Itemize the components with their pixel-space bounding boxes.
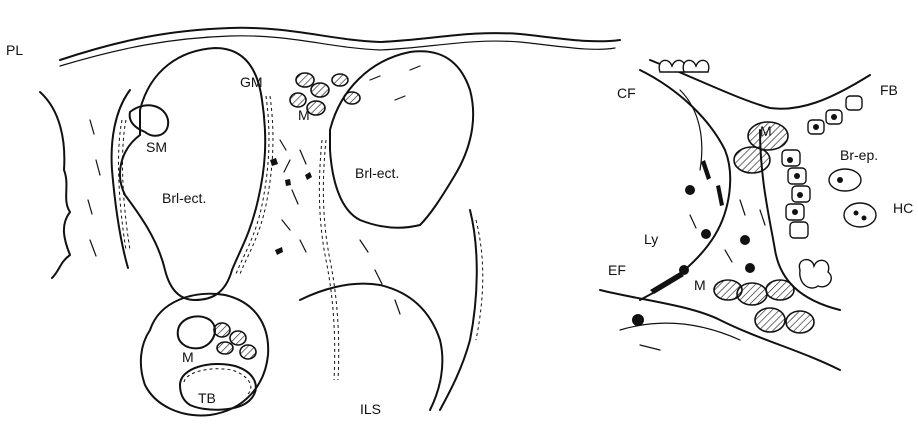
label-pl: PL [6,42,23,58]
label-m-bottom: M [182,349,194,365]
label-ils: ILS [360,401,381,417]
label-ly: Ly [644,231,658,247]
fibers-left [88,66,420,314]
label-sm: SM [146,139,167,155]
left-scalloped-edge [40,92,70,278]
label-fb: FB [880,82,898,98]
cells-top [659,60,709,72]
label-brl-ect-left: Brl-ect. [162,190,206,206]
left-panel: PL GM M SM Brl-ect. Brl-ect. M TB ILS [6,28,620,417]
label-brl-ect-right: Brl-ect. [355,165,399,181]
label-m-bottom-right: M [694,277,706,293]
label-br-ep: Br-ep. [840,147,878,163]
lymphocytes [632,185,755,326]
label-m-top: M [298,107,310,123]
right-panel: CF FB M Br-ep. HC Ly EF M [600,60,913,370]
label-tb: TB [198,390,216,406]
muscle-cluster-bottom-left [214,323,256,359]
histiocytes [799,169,876,288]
smooth-muscle-left [130,105,169,135]
label-ef: EF [608,262,626,278]
alveolar-space-right [330,51,473,227]
label-cf: CF [617,85,636,101]
terminal-bronchiole [180,364,256,410]
label-hc: HC [893,200,913,216]
label-gm: GM [240,74,263,90]
label-m-top-right: M [760,123,772,139]
